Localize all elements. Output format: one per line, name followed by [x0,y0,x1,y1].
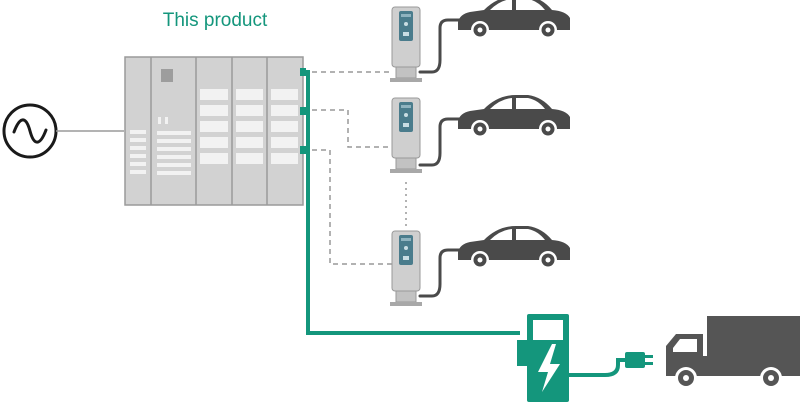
lightning-charger-icon [517,314,569,402]
charging-cables [418,18,464,298]
green-charging-cable [567,352,653,377]
charger-1-icon [389,6,423,83]
car-3-icon [458,226,570,269]
ac-sine-wave-icon [2,103,58,159]
power-cabinet-icon [124,56,304,206]
dashed-connections [303,71,407,265]
truck-icon [666,316,800,389]
green-connection [300,68,520,335]
product-label: This product [162,10,268,31]
car-2-icon [458,95,570,138]
car-1-icon [458,0,570,39]
charger-3-icon [389,230,423,307]
charger-2-icon [389,97,423,174]
